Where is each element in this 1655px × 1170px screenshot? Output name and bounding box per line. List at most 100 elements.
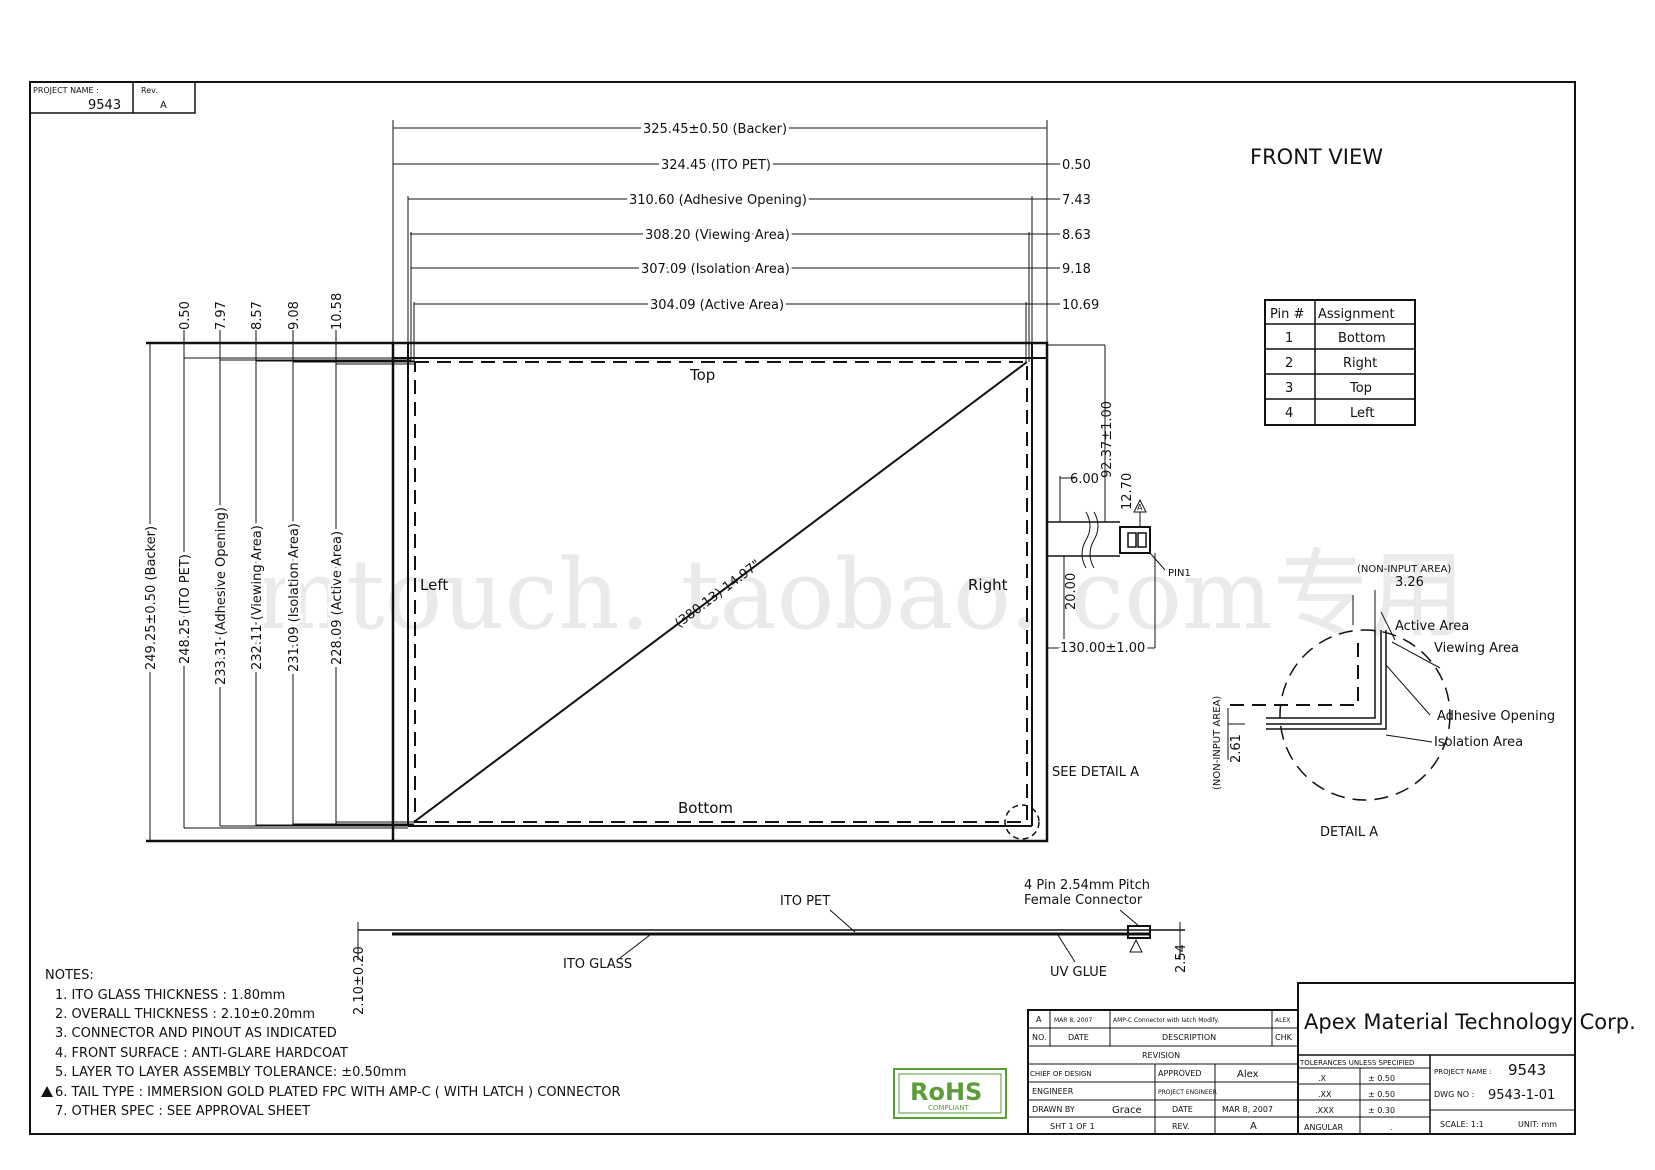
tail-dim-130: 130.00±1.00 bbox=[1060, 641, 1145, 656]
project-header-box: PROJECT NAME : 9543 Rev. A bbox=[29, 81, 196, 114]
rohs-main-text: RoHS bbox=[910, 1078, 982, 1106]
project-name-label: PROJECT NAME : bbox=[33, 86, 99, 95]
detail-non-input-side: (NON-INPUT AREA) bbox=[1212, 696, 1223, 790]
drawing-frame bbox=[29, 81, 1576, 1135]
pin-table-row-1-pin: 1 bbox=[1285, 331, 1293, 346]
rev-header-chk: CHK bbox=[1275, 1033, 1293, 1042]
rev-row-description: AMP-C Connector with latch Modify. bbox=[1113, 1017, 1219, 1024]
detail-side-dim: 2.61 bbox=[1229, 734, 1244, 763]
rev-row-chk: ALEX bbox=[1275, 1017, 1290, 1024]
offset-r-3: 8.63 bbox=[1062, 228, 1091, 243]
tol-val-2: ± 0.50 bbox=[1368, 1090, 1395, 1099]
detail-isolation-area: Isolation Area bbox=[1434, 735, 1523, 750]
tol-key-3: .XXX bbox=[1315, 1106, 1335, 1115]
drawing-no-label: DWG NO : bbox=[1434, 1090, 1474, 1099]
tol-val-3: ± 0.30 bbox=[1368, 1106, 1395, 1115]
pin-table-row-4-assign: Left bbox=[1350, 406, 1374, 421]
date-value: MAR 8, 2007 bbox=[1222, 1105, 1273, 1114]
rev-header-date: DATE bbox=[1068, 1033, 1089, 1042]
rev-bottom-label: REV. bbox=[1172, 1122, 1190, 1131]
panel-label-right: Right bbox=[968, 576, 1008, 594]
horizontal-dimension-labels: 325.45±0.50 (Backer) 324.45 (ITO PET) 31… bbox=[626, 119, 1099, 316]
revision-title: REVISION bbox=[1142, 1051, 1180, 1060]
dim-h-adhesive: 310.60 (Adhesive Opening) bbox=[629, 193, 807, 208]
note-3: 3. CONNECTOR AND PINOUT AS INDICATED bbox=[55, 1026, 337, 1041]
scale-label: SCALE: 1:1 bbox=[1440, 1120, 1484, 1129]
side-label-ito-glass: ITO GLASS bbox=[563, 957, 632, 972]
dim-h-active: 304.09 (Active Area) bbox=[650, 298, 784, 313]
tail-dim-20: 20.00 bbox=[1064, 573, 1079, 610]
pin-table-row-3-assign: Top bbox=[1349, 381, 1372, 396]
dim-v-ito-pet: 248.25 (ITO PET) bbox=[178, 554, 193, 664]
pin-table-row-1-assign: Bottom bbox=[1338, 331, 1386, 346]
rev-value: A bbox=[160, 100, 167, 111]
project-name-value: 9543 bbox=[88, 98, 121, 113]
offset-r-5: 10.69 bbox=[1062, 298, 1099, 313]
tol-key-4: ANGULAR bbox=[1304, 1123, 1344, 1132]
offset-r-2: 7.43 bbox=[1062, 193, 1091, 208]
side-view: ITO PET ITO GLASS UV GLUE 4 Pin 2.54mm P… bbox=[352, 878, 1189, 1015]
note-4: 4. FRONT SURFACE : ANTI-GLARE HARDCOAT bbox=[55, 1046, 348, 1061]
tail-triangle-label: A bbox=[1137, 503, 1143, 512]
side-label-ito-pet: ITO PET bbox=[780, 894, 830, 909]
notes-block: NOTES: 1. ITO GLASS THICKNESS : 1.80mm 2… bbox=[41, 968, 621, 1119]
sheet-label: SHT 1 OF 1 bbox=[1050, 1122, 1095, 1131]
project-engineer-label: PROJECT ENGINEER bbox=[1158, 1089, 1217, 1096]
pin-table-row-2-assign: Right bbox=[1343, 356, 1377, 371]
pin-table-header-assignment: Assignment bbox=[1318, 307, 1395, 322]
dim-v-viewing: 232.11 (Viewing Area) bbox=[250, 525, 265, 670]
tolerance-title: TOLERANCES UNLESS SPECIFIED bbox=[1299, 1059, 1414, 1067]
detail-a: (NON-INPUT AREA) 3.26 Active Area Viewin… bbox=[1212, 564, 1555, 840]
tol-val-1: ± 0.50 bbox=[1368, 1074, 1395, 1083]
tb-project-name-value: 9543 bbox=[1508, 1061, 1546, 1079]
note-2: 2. OVERALL THICKNESS : 2.10±0.20mm bbox=[55, 1007, 315, 1022]
rohs-badge: RoHS COMPLIANT bbox=[893, 1068, 1007, 1119]
dim-h-ito-pet: 324.45 (ITO PET) bbox=[661, 158, 771, 173]
notes-title: NOTES: bbox=[45, 968, 94, 983]
note-7: 7. OTHER SPEC : SEE APPROVAL SHEET bbox=[55, 1104, 310, 1119]
tb-project-name-label: PROJECT NAME : bbox=[1434, 1068, 1492, 1076]
note-5: 5. LAYER TO LAYER ASSEMBLY TOLERANCE: ±0… bbox=[55, 1065, 406, 1080]
detail-adhesive-opening: Adhesive Opening bbox=[1437, 709, 1555, 724]
rev-row-no: A bbox=[1036, 1015, 1042, 1024]
drawing-no-value: 9543-1-01 bbox=[1488, 1088, 1555, 1103]
panel-label-bottom: Bottom bbox=[678, 799, 733, 817]
panel-label-left: Left bbox=[420, 576, 448, 594]
offset-t-4: 9.08 bbox=[287, 301, 302, 330]
offset-r-1: 0.50 bbox=[1062, 158, 1091, 173]
pin-table-row-2-pin: 2 bbox=[1285, 356, 1293, 371]
dim-v-backer: 249.25±0.50 (Backer) bbox=[144, 526, 159, 670]
pin-table-header-pin: Pin # bbox=[1270, 307, 1304, 322]
dim-v-active: 228.09 (Active Area) bbox=[330, 531, 345, 665]
offset-r-4: 9.18 bbox=[1062, 262, 1091, 277]
pin-table-row-4-pin: 4 bbox=[1285, 406, 1293, 421]
dim-h-isolation: 307.09 (Isolation Area) bbox=[641, 262, 790, 277]
note-1: 1. ITO GLASS THICKNESS : 1.80mm bbox=[55, 988, 285, 1003]
offset-t-5: 10.58 bbox=[330, 293, 345, 330]
title-block: A MAR 8, 2007 AMP-C Connector with latch… bbox=[1027, 982, 1636, 1135]
tail-dim-12: 12.70 bbox=[1120, 473, 1135, 510]
unit-label: UNIT: mm bbox=[1518, 1120, 1557, 1129]
vertical-dimension-labels: 249.25±0.50 (Backer) 248.25 (ITO PET) 23… bbox=[141, 293, 348, 688]
side-label-uv-glue: UV GLUE bbox=[1050, 965, 1107, 980]
approved-value: Alex bbox=[1237, 1069, 1259, 1080]
company-name: Apex Material Technology Corp. bbox=[1304, 1010, 1636, 1034]
engineer-label: ENGINEER bbox=[1032, 1087, 1074, 1096]
tol-val-4: . bbox=[1390, 1123, 1393, 1132]
side-dim-pitch: 2.54 bbox=[1174, 944, 1189, 973]
drawn-by-value: Grace bbox=[1112, 1105, 1142, 1116]
watermark: mtouch. taobao. com专用 bbox=[255, 539, 1465, 651]
chief-of-design-label: CHIEF OF DESIGN bbox=[1030, 1070, 1092, 1078]
side-label-connector-1: 4 Pin 2.54mm Pitch bbox=[1024, 878, 1150, 893]
detail-viewing-area: Viewing Area bbox=[1434, 641, 1519, 656]
dim-v-isolation: 231.09 (Isolation Area) bbox=[287, 523, 302, 672]
dim-h-backer: 325.45±0.50 (Backer) bbox=[643, 122, 787, 137]
rev-header-no: NO. bbox=[1032, 1033, 1047, 1042]
pin1-label: PIN1 bbox=[1168, 568, 1191, 579]
panel-label-top: Top bbox=[689, 366, 715, 384]
detail-active-area: Active Area bbox=[1395, 619, 1469, 634]
fpc-tail bbox=[1047, 344, 1166, 649]
rev-bottom-value: A bbox=[1250, 1121, 1257, 1132]
detail-top-dim: 3.26 bbox=[1395, 575, 1424, 590]
